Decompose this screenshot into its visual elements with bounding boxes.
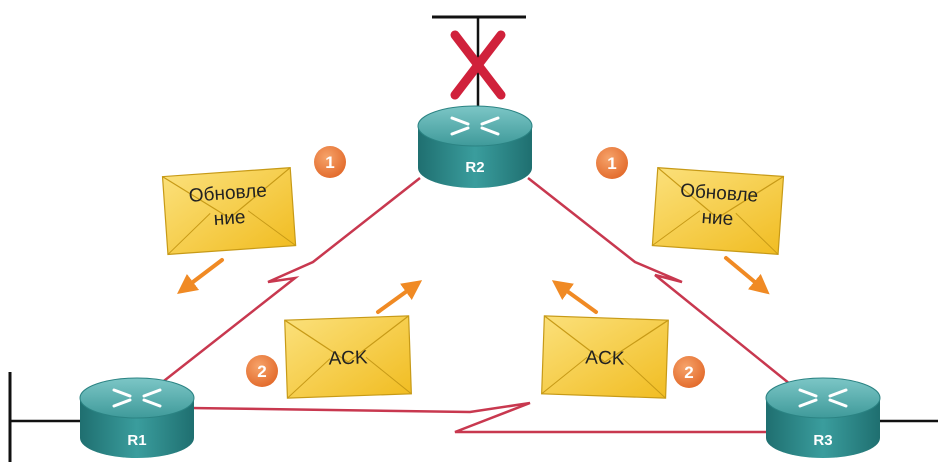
update-envelope-left: Обновле ние bbox=[161, 167, 297, 256]
router-icon bbox=[112, 388, 162, 408]
step-badge-1-left: 1 bbox=[314, 146, 346, 178]
envelope-icon bbox=[161, 167, 297, 256]
step-2-left-label: 2 bbox=[257, 362, 266, 381]
router-r2-label: R2 bbox=[465, 159, 484, 176]
orange-arrow-icon bbox=[177, 256, 770, 314]
arrow-ack-right bbox=[551, 280, 598, 314]
router-r3[interactable]: R3 bbox=[765, 377, 881, 458]
router-r2[interactable]: R2 bbox=[417, 105, 533, 188]
step-1-left-label: 1 bbox=[325, 153, 334, 172]
router-r1-label: R1 bbox=[127, 432, 146, 449]
step-1-right-label: 1 bbox=[607, 154, 616, 173]
ack-right-text: ACK bbox=[585, 347, 625, 369]
envelope-icon bbox=[651, 167, 785, 255]
lan-segment-r1 bbox=[8, 372, 90, 462]
router-icon bbox=[798, 388, 848, 408]
envelope-icon bbox=[541, 315, 669, 399]
update-right-line2: ние bbox=[701, 207, 734, 230]
router-icon bbox=[450, 116, 500, 136]
ack-envelope-left: ACK bbox=[284, 315, 412, 399]
arrow-update-right bbox=[724, 256, 770, 295]
step-2-right-label: 2 bbox=[684, 363, 693, 382]
router-r3-label: R3 bbox=[813, 432, 832, 449]
link-r2-r3 bbox=[527, 177, 791, 385]
step-badge-2-right: 2 bbox=[673, 356, 705, 388]
ack-left-text: ACK bbox=[328, 347, 368, 369]
red-x-icon bbox=[450, 30, 506, 100]
link-r1-r2 bbox=[159, 177, 421, 385]
router-r1[interactable]: R1 bbox=[79, 377, 195, 458]
step-badge-2-left: 2 bbox=[246, 355, 278, 387]
arrow-ack-left bbox=[376, 280, 423, 314]
envelope-icon bbox=[284, 315, 412, 399]
update-envelope-right: Обновле ние bbox=[651, 167, 785, 255]
update-left-line2: ние bbox=[213, 207, 246, 230]
arrow-update-left bbox=[177, 258, 224, 295]
ack-envelope-right: ACK bbox=[541, 315, 669, 399]
link-r1-r3 bbox=[189, 401, 770, 434]
step-badge-1-right: 1 bbox=[596, 147, 628, 179]
